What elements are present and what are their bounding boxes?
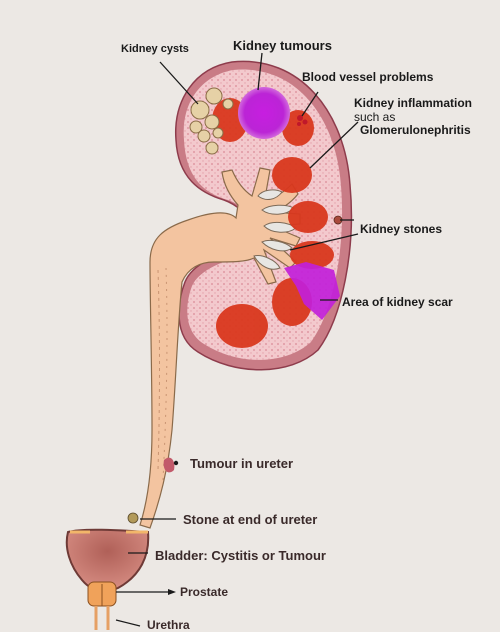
kidney-tumour bbox=[238, 87, 290, 139]
label-such-as: such as bbox=[354, 110, 396, 124]
label-kidney-cysts: Kidney cysts bbox=[121, 43, 189, 55]
label-blood-vessel-problems: Blood vessel problems bbox=[302, 70, 434, 84]
blood-vessel-lesion bbox=[297, 115, 308, 126]
label-bladder: Bladder: Cystitis or Tumour bbox=[155, 548, 326, 563]
ureter-stone bbox=[127, 512, 139, 524]
kidney-cysts bbox=[189, 87, 234, 155]
label-kidney-inflammation: Kidney inflammation bbox=[354, 96, 473, 110]
kidney-scar bbox=[284, 262, 340, 320]
label-kidney-stones: Kidney stones bbox=[360, 222, 443, 236]
prostate-shape bbox=[87, 581, 117, 607]
label-kidney-tumours: Kidney tumours bbox=[233, 38, 332, 53]
bladder-shape bbox=[65, 528, 150, 593]
label-tumour-in-ureter: Tumour in ureter bbox=[190, 456, 294, 471]
label-urethra: Urethra bbox=[147, 618, 190, 632]
pointer-heads bbox=[168, 460, 179, 595]
label-prostate: Prostate bbox=[180, 585, 229, 599]
pointer-lines bbox=[115, 52, 359, 627]
urethra-shape bbox=[94, 606, 110, 630]
label-kidney-scar: Area of kidney scar bbox=[342, 295, 453, 309]
label-stone-end-of-ureter: Stone at end of ureter bbox=[183, 512, 318, 527]
renal-pelvis-and-ureter bbox=[139, 167, 301, 529]
label-glomerulonephritis: Glomerulonephritis bbox=[360, 123, 471, 137]
ureter-tumour bbox=[163, 457, 175, 473]
